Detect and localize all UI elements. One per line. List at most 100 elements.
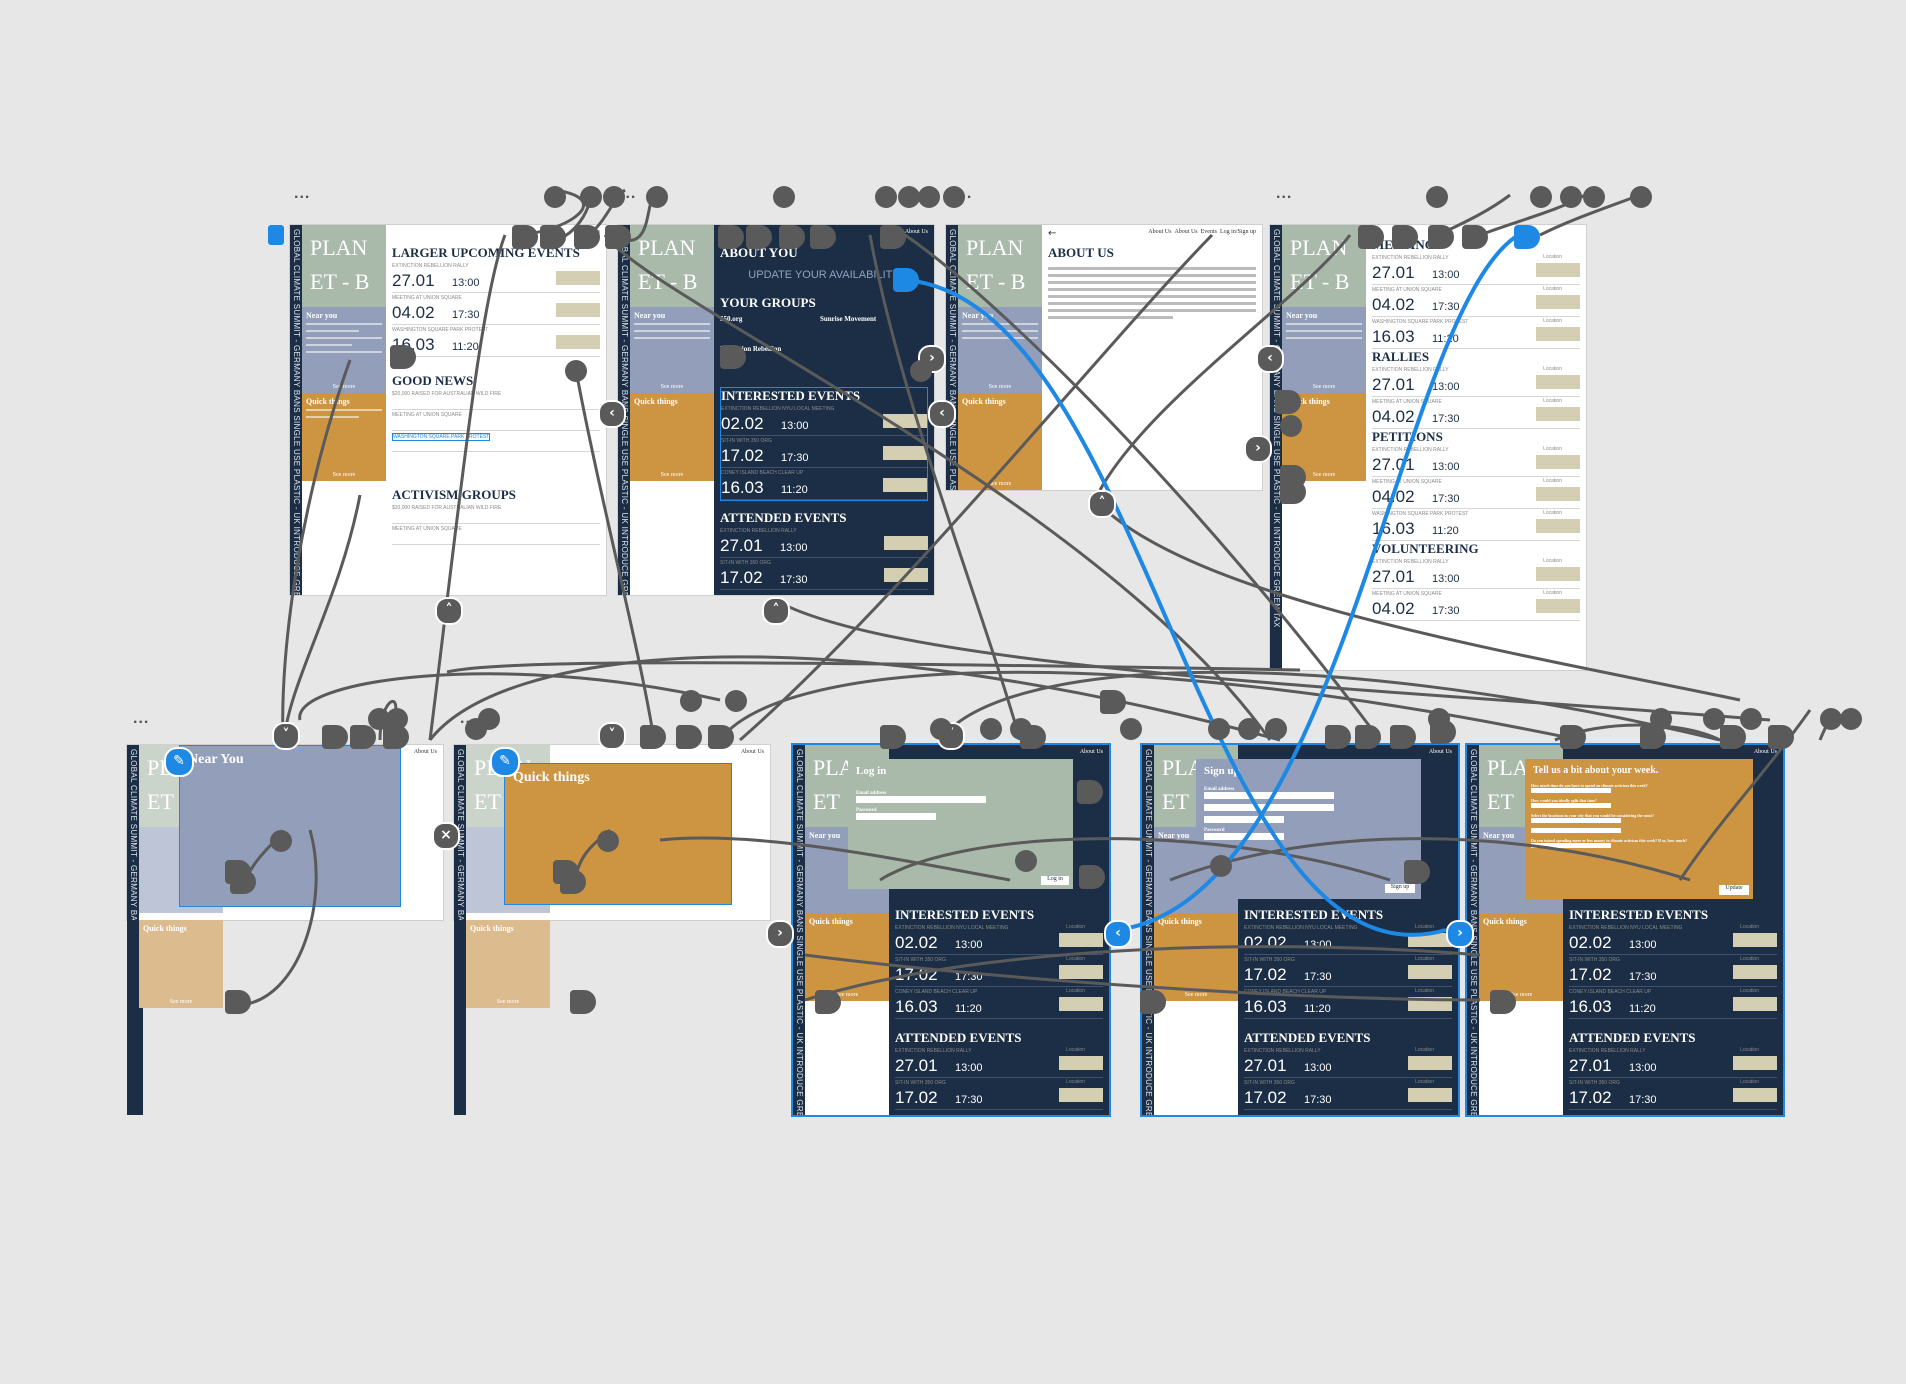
location-field[interactable]	[1536, 327, 1580, 341]
link-handle[interactable]	[1325, 725, 1351, 749]
link-handle[interactable]	[1768, 725, 1794, 749]
location-field[interactable]	[1536, 407, 1580, 421]
link-knob[interactable]	[580, 186, 602, 208]
chevron-up-icon[interactable]: ˄	[435, 597, 463, 625]
link-knob[interactable]	[980, 718, 1002, 740]
link-handle[interactable]	[746, 225, 772, 249]
link-handle[interactable]	[708, 725, 734, 749]
nav[interactable]: About Us	[1753, 749, 1777, 755]
link-handle[interactable]	[880, 725, 906, 749]
link-handle[interactable]	[1280, 480, 1306, 504]
link-handle[interactable]	[1390, 725, 1416, 749]
link-knob[interactable]	[1840, 708, 1862, 730]
location-field[interactable]	[1408, 965, 1452, 979]
link-knob[interactable]	[1703, 708, 1725, 730]
see-more-link[interactable]: See more	[332, 384, 356, 390]
link-handle-active[interactable]	[893, 268, 919, 292]
link-knob[interactable]	[386, 708, 408, 730]
link-knob[interactable]	[646, 186, 668, 208]
link-handle[interactable]	[1462, 225, 1488, 249]
link-knob[interactable]	[1426, 186, 1448, 208]
location-field[interactable]	[1536, 455, 1580, 469]
link-knob[interactable]	[680, 690, 702, 712]
location-field[interactable]	[1536, 263, 1580, 277]
link-handle[interactable]	[1358, 225, 1384, 249]
link-knob[interactable]	[898, 186, 920, 208]
link-handle[interactable]	[322, 725, 348, 749]
chevron-left-icon[interactable]: ‹	[1256, 345, 1284, 373]
link-handle[interactable]	[720, 345, 746, 369]
link-handle[interactable]	[810, 225, 836, 249]
link-knob[interactable]	[1280, 415, 1302, 437]
link-handle[interactable]	[1077, 780, 1103, 804]
link-knob[interactable]	[1015, 850, 1037, 872]
location-field[interactable]	[1059, 1088, 1103, 1102]
link-knob[interactable]	[773, 186, 795, 208]
artboard-options[interactable]: ...	[133, 710, 150, 727]
link-handle[interactable]	[1490, 990, 1516, 1014]
location-field[interactable]	[1733, 1088, 1777, 1102]
link-knob[interactable]	[565, 360, 587, 382]
link-knob[interactable]	[1265, 718, 1287, 740]
link-handle[interactable]	[640, 725, 666, 749]
back-arrow-icon[interactable]: ←	[1048, 228, 1057, 239]
location-field[interactable]	[1536, 519, 1580, 533]
quick-things-overlay[interactable]: Quick things	[504, 763, 732, 905]
link-knob[interactable]	[1740, 708, 1762, 730]
link-knob[interactable]	[597, 830, 619, 852]
location-field[interactable]	[1536, 295, 1580, 309]
link-knob[interactable]	[875, 186, 897, 208]
login-button[interactable]: Log in	[1041, 876, 1069, 885]
chevron-down-icon[interactable]: ˅	[598, 722, 626, 750]
chevron-right-icon[interactable]: ›	[918, 345, 946, 373]
chevron-right-icon[interactable]: ›	[766, 920, 794, 948]
link-knob[interactable]	[270, 830, 292, 852]
link-knob[interactable]	[1238, 718, 1260, 740]
link-handle[interactable]	[815, 990, 841, 1014]
link-knob[interactable]	[1630, 186, 1652, 208]
logo-panel[interactable]: PLAN ET - B	[302, 225, 386, 307]
see-more-link[interactable]: See more	[332, 472, 356, 478]
update-button[interactable]: Update	[1719, 885, 1749, 895]
confirm-field[interactable]	[1204, 816, 1284, 823]
quick-things-panel[interactable]: Quick things See more	[302, 393, 386, 481]
link-knob[interactable]	[1010, 718, 1032, 740]
artboard-options[interactable]: ...	[1276, 185, 1293, 202]
chevron-down-icon[interactable]: ˅	[272, 722, 300, 750]
link-handle-active[interactable]	[1514, 225, 1540, 249]
link-knob[interactable]	[943, 186, 965, 208]
location-field[interactable]	[1408, 1088, 1452, 1102]
link-handle[interactable]	[553, 860, 579, 884]
link-handle[interactable]	[1404, 860, 1430, 884]
link-knob[interactable]	[1120, 718, 1142, 740]
email-field[interactable]	[1204, 792, 1334, 799]
link-handle[interactable]	[350, 725, 376, 749]
link-handle[interactable]	[1560, 725, 1586, 749]
link-knob[interactable]	[603, 186, 625, 208]
link-knob[interactable]	[1208, 718, 1230, 740]
link-knob[interactable]	[918, 186, 940, 208]
link-handle[interactable]	[1392, 225, 1418, 249]
link-handle[interactable]	[718, 225, 744, 249]
link-handle[interactable]	[1355, 725, 1381, 749]
nav[interactable]: About Us	[1428, 749, 1452, 755]
login-overlay[interactable]: Log in Email address Password Log in	[848, 759, 1073, 889]
link-handle[interactable]	[605, 225, 631, 249]
close-icon[interactable]: ×	[432, 822, 460, 850]
email-field[interactable]	[856, 796, 986, 803]
